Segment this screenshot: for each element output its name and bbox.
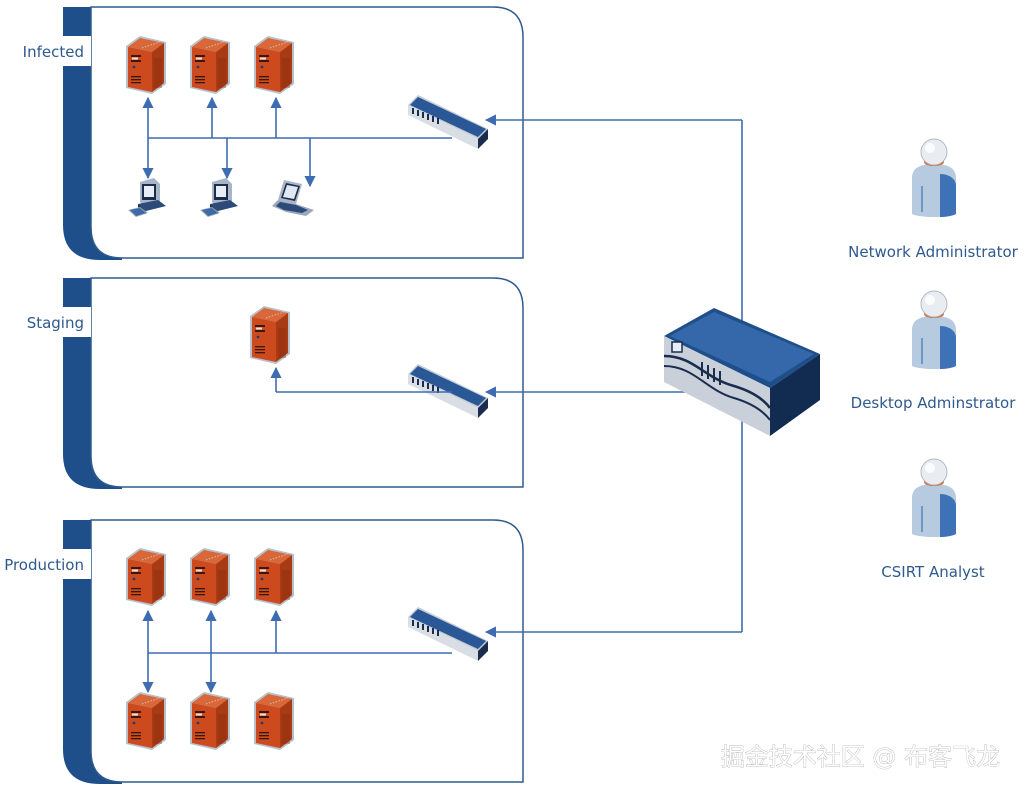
wires-infected <box>142 96 452 188</box>
server-icon[interactable] <box>125 547 167 607</box>
wires-production <box>142 609 452 694</box>
role-desktop-administrator: Desktop Adminstrator <box>851 290 1017 412</box>
laptop-icon[interactable] <box>272 180 314 216</box>
server-icon[interactable] <box>253 691 295 751</box>
zone-label-box <box>0 549 91 579</box>
desktop-icon[interactable] <box>128 178 166 217</box>
switch-icon[interactable] <box>408 95 488 149</box>
router-icon[interactable] <box>662 306 822 438</box>
zone-label-infected: Infected <box>23 43 84 61</box>
server-icon[interactable] <box>189 547 231 607</box>
role-label: Desktop Adminstrator <box>851 394 1017 412</box>
server-icon[interactable] <box>189 691 231 751</box>
switch-icon[interactable] <box>408 364 488 418</box>
zone-border <box>90 519 524 783</box>
zone-label-production: Production <box>4 556 84 574</box>
zone-bar <box>63 520 122 784</box>
role-label: CSIRT Analyst <box>881 563 985 581</box>
zone-label-box <box>8 36 91 66</box>
user-icon <box>911 138 957 218</box>
user-icon <box>911 458 957 538</box>
zone-border <box>90 277 524 488</box>
wires-staging <box>270 366 452 393</box>
zone-border <box>90 6 524 259</box>
role-csirt-analyst: CSIRT Analyst <box>881 458 985 581</box>
zone-production: Production <box>0 519 524 784</box>
user-icon <box>911 290 957 370</box>
zone-label-staging: Staging <box>27 314 84 332</box>
desktop-icon[interactable] <box>200 178 238 217</box>
server-icon[interactable] <box>249 305 291 365</box>
watermark: 掘金技术社区 @ 布客飞龙 <box>721 743 1000 771</box>
role-label: Network Administrator <box>848 243 1018 261</box>
server-icon[interactable] <box>125 691 167 751</box>
server-icon[interactable] <box>125 35 167 95</box>
role-network-administrator: Network Administrator <box>848 138 1019 261</box>
zone-bar <box>63 7 122 260</box>
zone-infected: Infected <box>8 6 524 260</box>
server-icon[interactable] <box>253 35 295 95</box>
zone-staging: Staging <box>8 277 524 489</box>
server-icon[interactable] <box>253 547 295 607</box>
server-icon[interactable] <box>189 35 231 95</box>
zone-label-box <box>8 307 91 337</box>
